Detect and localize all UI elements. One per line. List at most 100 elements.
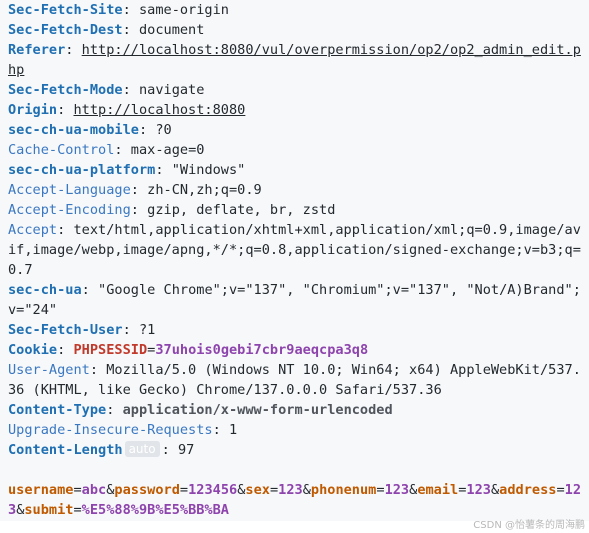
header-value: text/html,application/xhtml+xml,applicat… — [8, 222, 581, 278]
header-key: Accept — [8, 222, 58, 238]
param-separator: & — [237, 482, 246, 498]
header-colon: : — [122, 82, 139, 98]
header-value: ?1 — [138, 322, 156, 338]
header-colon: : — [57, 102, 74, 118]
cookie-name: PHPSESSID — [73, 342, 148, 358]
header-line: sec-ch-ua-platform: "Windows" — [8, 160, 583, 180]
header-value: Mozilla/5.0 (Windows NT 10.0; Win64; x64… — [8, 362, 581, 398]
header-line: Origin: http://localhost:8080 — [8, 100, 583, 120]
header-colon: : — [114, 142, 131, 158]
header-line: Sec-Fetch-Site: same-origin — [8, 0, 583, 20]
param-key: username — [8, 482, 74, 498]
param-key: password — [114, 482, 180, 498]
header-colon: : — [122, 322, 139, 338]
param-equals: = — [376, 482, 385, 498]
header-value: http://localhost:8080/vul/overpermission… — [8, 42, 581, 78]
header-colon: : — [138, 122, 156, 138]
header-key: Sec-Fetch-Dest — [8, 22, 123, 38]
header-key: Sec-Fetch-Site — [8, 2, 123, 18]
header-value: document — [138, 22, 205, 38]
param-key: submit — [24, 502, 74, 518]
header-key: User-Agent — [8, 362, 90, 378]
param-equals: = — [269, 482, 279, 498]
header-key: Accept-Language — [8, 182, 131, 198]
header-line: sec-ch-ua: "Google Chrome";v="137", "Chr… — [8, 280, 583, 320]
header-colon: : — [122, 2, 139, 18]
param-value: %E5%88%9B%E5%BB%BA — [81, 502, 229, 518]
param-key: address — [499, 482, 557, 498]
header-colon: : — [130, 182, 148, 198]
header-value: ?0 — [155, 122, 172, 138]
header-key: Content-Type — [8, 402, 107, 418]
param-key: phonenum — [310, 482, 377, 498]
header-line: User-Agent: Mozilla/5.0 (Windows NT 10.0… — [8, 360, 583, 400]
header-colon: : — [89, 362, 107, 378]
watermark: CSDN @怡薯条的周海鹏 — [473, 520, 585, 531]
header-key: sec-ch-ua-mobile — [8, 122, 139, 138]
header-value: same-origin — [138, 2, 229, 18]
param-separator: & — [16, 502, 25, 518]
header-colon: : — [106, 402, 123, 418]
header-value: "Windows" — [171, 162, 246, 178]
header-colon: : — [57, 222, 74, 238]
header-key: Accept-Encoding — [8, 202, 131, 218]
header-value: gzip, deflate, br, zstd — [147, 202, 336, 218]
request-body: username=abc&password=123456&sex=123&pho… — [8, 480, 583, 520]
cookie-equals: = — [147, 342, 156, 358]
param-separator: & — [106, 482, 115, 498]
header-colon: : — [155, 162, 172, 178]
header-colon: : — [81, 282, 99, 298]
param-value: 123 — [8, 482, 582, 518]
header-colon: : — [161, 442, 178, 458]
header-line: sec-ch-ua-mobile: ?0 — [8, 120, 583, 140]
header-colon: : — [65, 42, 82, 58]
header-line: Cache-Control: max-age=0 — [8, 140, 583, 160]
header-value: navigate — [138, 82, 205, 98]
param-equals: = — [556, 482, 565, 498]
auto-tag: auto — [124, 441, 160, 457]
header-key: Sec-Fetch-Mode — [8, 82, 123, 98]
param-value: 123456 — [188, 482, 238, 498]
param-value: 123 — [384, 482, 410, 498]
header-key: Content-Length — [8, 442, 123, 458]
header-value: 1 — [228, 422, 238, 438]
header-colon: : — [57, 342, 74, 358]
header-colon: : — [130, 202, 148, 218]
param-separator: & — [302, 482, 311, 498]
header-value: zh-CN,zh;q=0.9 — [147, 182, 262, 198]
param-separator: & — [409, 482, 418, 498]
header-value: 97 — [177, 442, 195, 458]
header-line: Sec-Fetch-Dest: document — [8, 20, 583, 40]
header-line: Content-Type: application/x-www-form-url… — [8, 400, 583, 420]
param-equals: = — [458, 482, 467, 498]
header-line: Upgrade-Insecure-Requests: 1 — [8, 420, 583, 440]
param-separator: & — [490, 482, 500, 498]
header-line: Accept: text/html,application/xhtml+xml,… — [8, 220, 583, 280]
header-line: Referer: http://localhost:8080/vul/overp… — [8, 40, 583, 80]
param-equals: = — [73, 502, 82, 518]
param-key: sex — [245, 482, 270, 498]
param-value: 123 — [278, 482, 303, 498]
header-line: Accept-Language: zh-CN,zh;q=0.9 — [8, 180, 583, 200]
header-value: "Google Chrome";v="137", "Chromium";v="1… — [8, 282, 581, 318]
param-key: email — [417, 482, 459, 498]
header-key: Referer — [8, 42, 66, 58]
header-value: max-age=0 — [130, 142, 205, 158]
header-key: Sec-Fetch-User — [8, 322, 123, 338]
header-line: Accept-Encoding: gzip, deflate, br, zstd — [8, 200, 583, 220]
header-colon: : — [122, 22, 139, 38]
header-key: Upgrade-Insecure-Requests — [8, 422, 213, 438]
header-line: Sec-Fetch-User: ?1 — [8, 320, 583, 340]
header-key: Cache-Control — [8, 142, 115, 158]
header-value: application/x-www-form-urlencoded — [122, 402, 393, 418]
header-value: http://localhost:8080 — [73, 102, 246, 118]
header-key: Origin — [8, 102, 58, 118]
cookie-value: 37uhois0gebi7cbr9aeqcpa3q8 — [155, 342, 369, 358]
header-colon: : — [212, 422, 229, 438]
header-key: sec-ch-ua-platform — [8, 162, 156, 178]
header-line: Cookie: PHPSESSID=37uhois0gebi7cbr9aeqcp… — [8, 340, 583, 360]
header-line: Sec-Fetch-Mode: navigate — [8, 80, 583, 100]
